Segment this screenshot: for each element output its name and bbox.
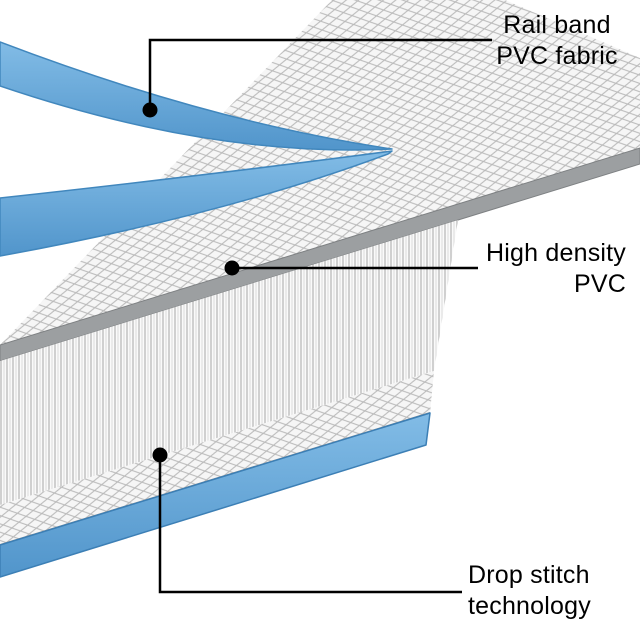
callout-dot-drop-stitch: [152, 447, 168, 463]
drop-stitch-threads: [0, 220, 458, 505]
rail-band-upper-stripe: [0, 41, 393, 151]
callout-dot-rail-band: [142, 102, 158, 118]
label-drop-stitch-line1: Drop stitch: [468, 561, 590, 589]
callouts: [142, 38, 492, 594]
label-high-density-line1: High density: [486, 239, 626, 267]
callout-line-drop-stitch: [158, 455, 462, 594]
bottom-rail-band: [0, 412, 431, 578]
callout-line-rail-band: [148, 38, 492, 110]
rail-band-ribbon: [0, 41, 393, 257]
rail-band-lower-stripe: [0, 150, 393, 257]
callout-dot-high-density: [224, 260, 240, 276]
bottom-layer-surface: [0, 371, 434, 545]
label-rail-band-line2: PVC fabric: [496, 42, 618, 70]
bottom-layer: [0, 371, 434, 578]
label-rail-band-line1: Rail band: [503, 11, 611, 39]
high-density-pvc-edge: [0, 147, 640, 362]
label-drop-stitch: Drop stitch technology: [468, 560, 640, 622]
label-high-density-line2: PVC: [573, 270, 626, 298]
label-high-density: High density PVC: [468, 238, 626, 300]
drop-stitch-core: [0, 220, 458, 505]
label-rail-band: Rail band PVC fabric: [486, 10, 628, 72]
label-drop-stitch-line2: technology: [468, 592, 591, 620]
